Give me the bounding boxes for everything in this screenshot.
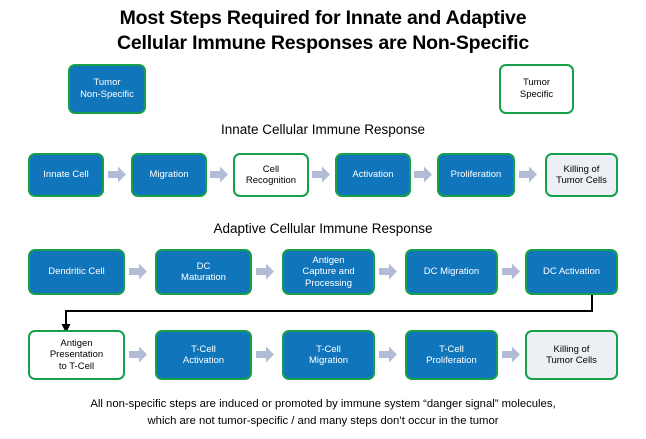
right-arrow-icon bbox=[501, 345, 521, 364]
node-tcell-migration: T-Cell Migration bbox=[282, 330, 375, 380]
right-arrow-icon bbox=[128, 262, 148, 281]
footer-note: All non-specific steps are induced or pr… bbox=[0, 396, 646, 430]
node-tcell-migration-label: T-Cell Migration bbox=[308, 343, 349, 367]
right-arrow-icon bbox=[255, 345, 275, 364]
right-arrow-icon bbox=[107, 165, 127, 184]
right-arrow-icon bbox=[378, 262, 398, 281]
node-activation-label: Activation bbox=[352, 169, 394, 181]
legend-tumor-specific-label: Tumor Specific bbox=[519, 77, 554, 100]
node-dc-migration-label: DC Migration bbox=[423, 266, 480, 278]
node-killing-tumor-cells-adaptive-label: Killing of Tumor Cells bbox=[546, 343, 597, 367]
node-tcell-activation-label: T-Cell Activation bbox=[182, 343, 225, 367]
right-arrow-icon bbox=[128, 345, 148, 364]
footer-line-1: All non-specific steps are induced or pr… bbox=[90, 398, 556, 410]
node-antigen-capture-processing-label: Antigen Capture and Processing bbox=[302, 254, 355, 289]
node-proliferation-label: Proliferation bbox=[450, 169, 502, 181]
right-arrow-icon bbox=[378, 345, 398, 364]
right-arrow-icon bbox=[518, 165, 538, 184]
node-dc-maturation: DC Maturation bbox=[155, 249, 252, 295]
section-heading-adaptive: Adaptive Cellular Immune Response bbox=[213, 221, 433, 236]
node-tcell-activation: T-Cell Activation bbox=[155, 330, 252, 380]
node-killing-tumor-cells-adaptive: Killing of Tumor Cells bbox=[525, 330, 618, 380]
node-migration-label: Migration bbox=[149, 169, 189, 181]
legend-tumor-non-specific-label: Tumor Non-Specific bbox=[80, 77, 134, 100]
section-heading-innate: Innate Cellular Immune Response bbox=[220, 122, 426, 137]
node-antigen-presentation-tcell: Antigen Presentation to T-Cell bbox=[28, 330, 125, 380]
right-arrow-icon bbox=[255, 262, 275, 281]
node-cell-recognition-label: Cell Recognition bbox=[245, 163, 297, 187]
title-line-2: Cellular Immune Responses are Non-Specif… bbox=[116, 32, 530, 54]
right-arrow-icon bbox=[311, 165, 331, 184]
node-tcell-proliferation-label: T-Cell Proliferation bbox=[426, 343, 477, 367]
node-antigen-capture-processing: Antigen Capture and Processing bbox=[282, 249, 375, 295]
right-arrow-icon bbox=[413, 165, 433, 184]
right-arrow-icon bbox=[209, 165, 229, 184]
node-innate-cell-label: Innate Cell bbox=[43, 169, 89, 181]
node-killing-tumor-cells-innate: Killing of Tumor Cells bbox=[545, 153, 618, 197]
node-cell-recognition: Cell Recognition bbox=[233, 153, 309, 197]
node-antigen-presentation-tcell-label: Antigen Presentation to T-Cell bbox=[49, 337, 104, 372]
legend-tumor-non-specific: Tumor Non-Specific bbox=[68, 64, 146, 114]
node-innate-cell: Innate Cell bbox=[28, 153, 104, 197]
node-migration: Migration bbox=[131, 153, 207, 197]
page-title: Most Steps Required for Innate and Adapt… bbox=[0, 6, 646, 56]
node-activation: Activation bbox=[335, 153, 411, 197]
node-dendritic-cell: Dendritic Cell bbox=[28, 249, 125, 295]
node-dendritic-cell-label: Dendritic Cell bbox=[48, 266, 105, 278]
node-killing-tumor-cells-innate-label: Killing of Tumor Cells bbox=[556, 163, 607, 187]
right-arrow-icon bbox=[501, 262, 521, 281]
node-dc-maturation-label: DC Maturation bbox=[181, 260, 226, 284]
node-dc-activation-label: DC Activation bbox=[542, 266, 601, 278]
footer-line-2: which are not tumor-specific / and many … bbox=[147, 415, 499, 427]
node-dc-activation: DC Activation bbox=[525, 249, 618, 295]
node-tcell-proliferation: T-Cell Proliferation bbox=[405, 330, 498, 380]
elbow-connector-icon bbox=[0, 285, 646, 337]
node-dc-migration: DC Migration bbox=[405, 249, 498, 295]
node-proliferation: Proliferation bbox=[437, 153, 515, 197]
title-line-1: Most Steps Required for Innate and Adapt… bbox=[119, 7, 527, 29]
legend-tumor-specific: Tumor Specific bbox=[499, 64, 574, 114]
